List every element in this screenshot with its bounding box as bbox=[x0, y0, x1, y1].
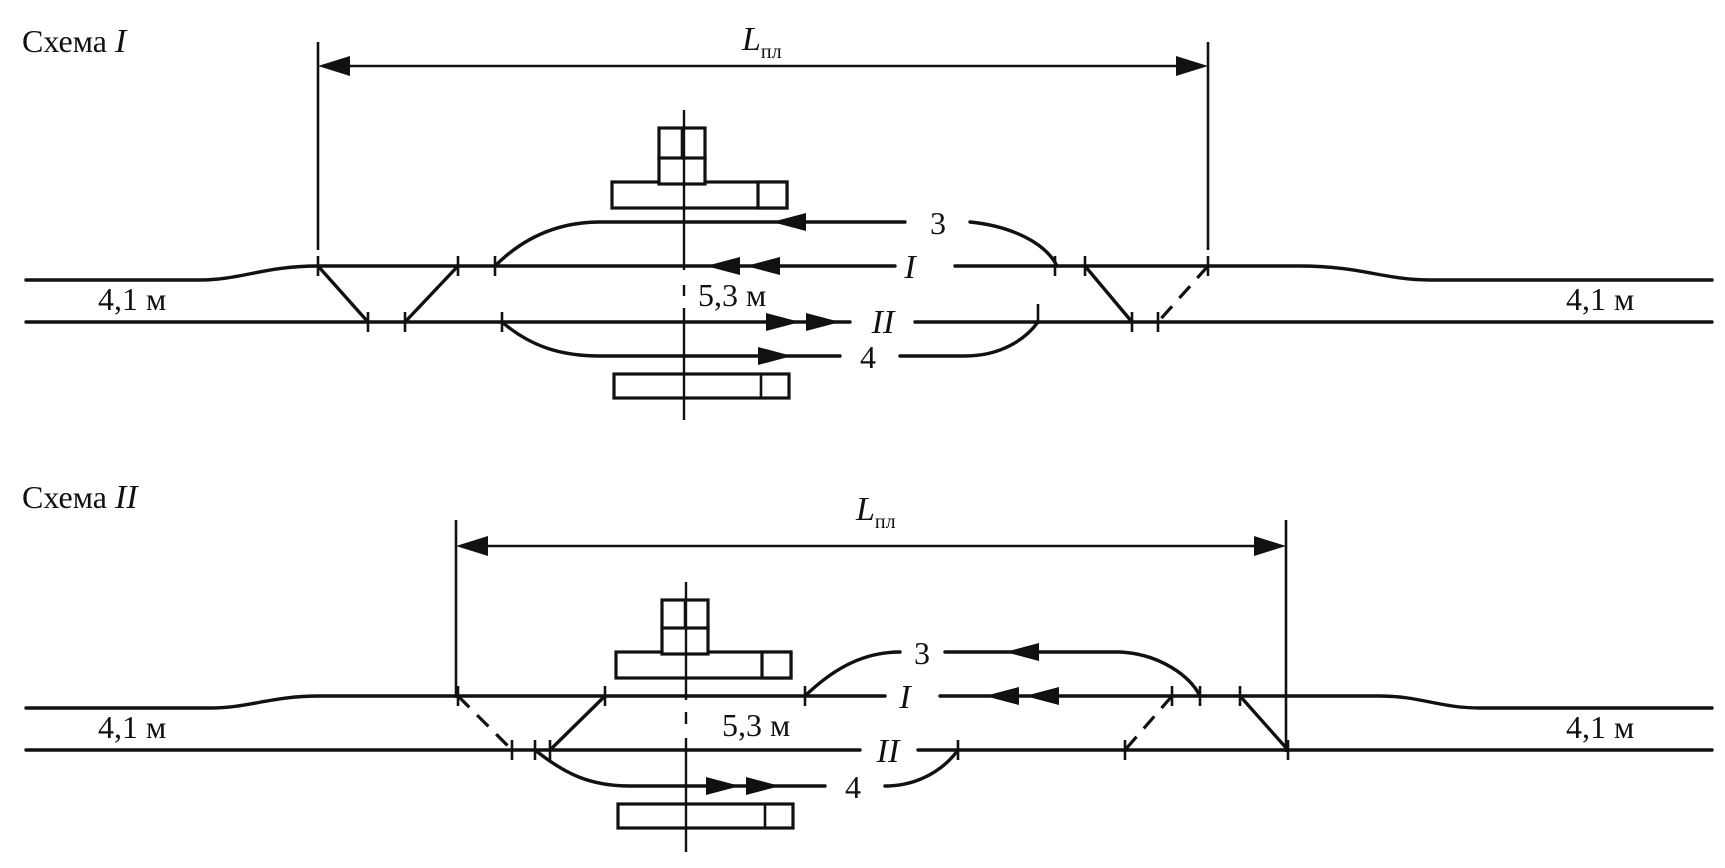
scheme-1-lower-platform bbox=[612, 372, 791, 400]
scheme-1-track-1-label: I bbox=[903, 249, 917, 286]
scheme-1-title: Схема I bbox=[22, 23, 128, 60]
scheme-1-main-track-2: II bbox=[24, 304, 1714, 341]
scheme-2-side-track-4: 4 bbox=[533, 748, 960, 805]
scheme-2-platform-length-dimension: Lпл bbox=[454, 491, 1288, 752]
scheme-1-platform-length-dimension: Lпл bbox=[316, 21, 1210, 250]
scheme-1-center-spacing: 5,3 м bbox=[698, 277, 766, 313]
scheme-2-left-spacing: 4,1 м bbox=[98, 709, 166, 745]
scheme-2-right-spacing: 4,1 м bbox=[1566, 709, 1634, 745]
scheme-2-track-1-label: I bbox=[898, 679, 912, 716]
scheme-1-track-2-label: II bbox=[871, 304, 896, 341]
scheme-2-track-3-label: 3 bbox=[914, 635, 930, 671]
scheme-2-track-2-label: II bbox=[876, 733, 901, 770]
scheme-1-switch-marks bbox=[316, 256, 1210, 332]
scheme-1-main-track-1: I bbox=[24, 249, 1714, 286]
scheme-2-track-4-label: 4 bbox=[845, 769, 861, 805]
scheme-2-crossovers bbox=[456, 694, 1290, 752]
scheme-1-track-4-label: 4 bbox=[860, 339, 876, 375]
scheme-2-center-spacing: 5,3 м bbox=[722, 707, 790, 743]
scheme-2-main-track-2: II bbox=[24, 733, 1714, 770]
scheme-1-side-track-3: 3 bbox=[493, 205, 1059, 268]
scheme-2-station-building bbox=[614, 598, 793, 680]
scheme-1-side-track-4: 4 bbox=[500, 320, 1040, 375]
scheme-2-length-label: Lпл bbox=[855, 491, 896, 533]
scheme-2-title: Схема II bbox=[22, 479, 139, 516]
scheme-1-left-spacing: 4,1 м bbox=[98, 281, 166, 317]
scheme-2-side-track-3: 3 bbox=[803, 635, 1202, 698]
scheme-1-track-3-label: 3 bbox=[930, 205, 946, 241]
scheme-1: Схема I Lпл bbox=[22, 21, 1714, 420]
scheme-2-switch-marks bbox=[456, 686, 1290, 760]
scheme-1-station-building bbox=[610, 126, 789, 210]
scheme-1-crossovers bbox=[316, 264, 1210, 324]
scheme-2-lower-platform bbox=[616, 802, 795, 830]
scheme-2-main-track-1: I bbox=[24, 679, 1714, 716]
scheme-2: Схема II Lпл bbox=[22, 479, 1714, 852]
scheme-1-right-spacing: 4,1 м bbox=[1566, 281, 1634, 317]
scheme-1-length-label: Lпл bbox=[741, 21, 782, 63]
